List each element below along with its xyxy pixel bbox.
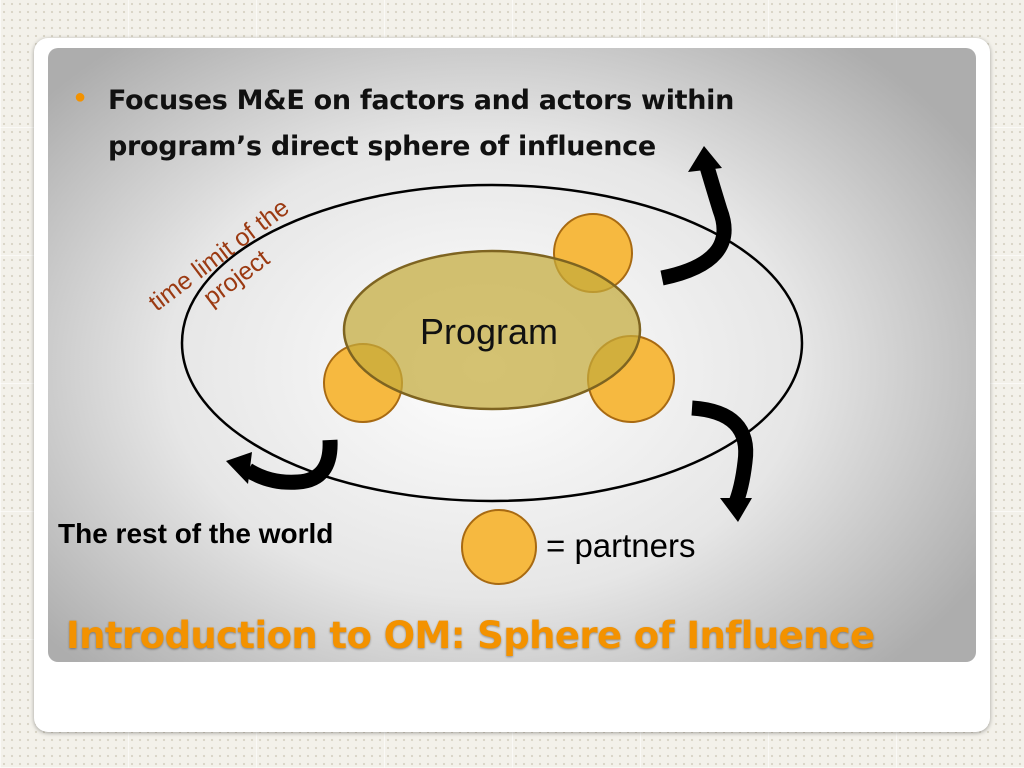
curved-arrow-icon — [660, 157, 732, 286]
legend-label: = partners — [546, 527, 696, 564]
bullet-text: Focuses M&E on factors and actors within… — [108, 85, 735, 162]
slide-title: Introduction to OM: Sphere of Influence — [66, 614, 875, 657]
arrowhead-icon — [226, 452, 252, 484]
bullet-marker-icon: ● — [74, 86, 87, 108]
program-label: Program — [420, 311, 559, 352]
project-boundary-ellipse — [180, 183, 804, 503]
bullet-list: ● Focuses M&E on factors and actors with… — [74, 78, 814, 170]
curved-arrow-icon — [691, 400, 754, 508]
arrowhead-icon — [688, 146, 722, 172]
legend-partner-circle — [461, 509, 537, 585]
curved-arrow-icon — [243, 439, 338, 490]
outside-world-label: The rest of the world — [58, 518, 334, 549]
program-ellipse — [342, 249, 642, 411]
arrowhead-icon — [720, 498, 752, 522]
